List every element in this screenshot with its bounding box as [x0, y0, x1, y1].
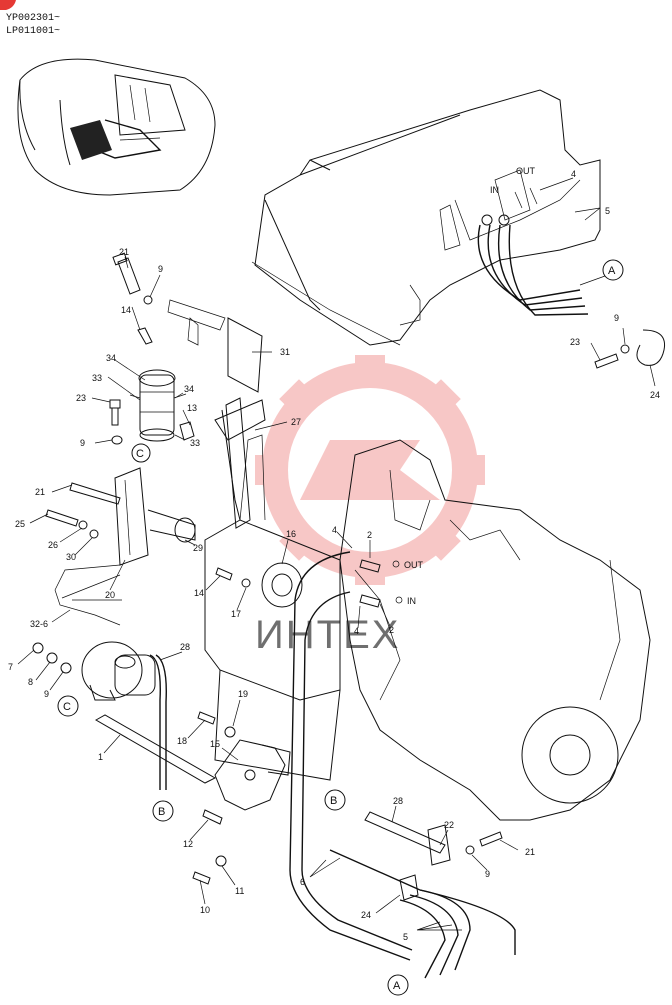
- callout-b-right: B: [324, 789, 346, 811]
- strainer-assembly: [54, 467, 196, 626]
- part-21-left: 21: [35, 487, 45, 497]
- part-5-bottom: 5: [403, 932, 408, 942]
- part-9-right: 9: [485, 869, 490, 879]
- part-15: 15: [210, 739, 220, 749]
- svg-text:C: C: [63, 701, 71, 713]
- part-9-low: 9: [44, 689, 49, 699]
- part-33-b: 33: [190, 438, 200, 448]
- part-34-b: 34: [184, 384, 194, 394]
- part-23-left: 23: [76, 393, 86, 403]
- part-28-b: 28: [393, 796, 403, 806]
- svg-text:B: B: [330, 795, 337, 807]
- part-28-a: 28: [180, 642, 190, 652]
- part-25: 25: [15, 519, 25, 529]
- filter-assembly: [129, 369, 187, 442]
- engine-assembly: [339, 439, 651, 821]
- svg-text:A: A: [393, 980, 401, 992]
- part-12: 12: [183, 839, 193, 849]
- part-23-right: 23: [570, 337, 580, 347]
- svg-text:B: B: [158, 806, 165, 818]
- hose-28-left: [149, 654, 161, 790]
- part-9-mid: 9: [80, 438, 85, 448]
- part-32-6: 32-6: [30, 619, 48, 629]
- part-number-labels: 21 9 14 31 34 33 34 23 13 9 33 27 21 25 …: [8, 169, 660, 942]
- part-7: 7: [8, 662, 13, 672]
- part-10: 10: [200, 905, 210, 915]
- leader-lines: [17, 177, 656, 931]
- callout-a-top: A: [602, 259, 624, 281]
- part-2-b: 2: [389, 625, 394, 635]
- fitting-16: [261, 562, 303, 608]
- callout-b-left: B: [152, 800, 174, 822]
- hose-bundle-6: [289, 551, 413, 961]
- part-9-top: 9: [158, 264, 163, 274]
- part-21-right: 21: [525, 847, 535, 857]
- port-in-marker: [395, 596, 403, 604]
- part-9-rt: 9: [614, 313, 619, 323]
- part-27: 27: [291, 417, 301, 427]
- callout-a-bottom: A: [387, 974, 409, 996]
- part-5-top: 5: [605, 206, 610, 216]
- upper-assembly: [251, 89, 601, 346]
- part-2-a: 2: [367, 530, 372, 540]
- part-18: 18: [177, 736, 187, 746]
- corner-mark: [0, 0, 16, 10]
- watermark-gear-icon: [255, 355, 485, 585]
- watermark-text: ИНТЕХ: [255, 613, 400, 657]
- callout-c-lower: C: [57, 695, 79, 717]
- part-11: 11: [235, 886, 244, 896]
- part-29: 29: [193, 543, 203, 553]
- part-30: 30: [66, 552, 76, 562]
- pump-assembly: [81, 641, 156, 701]
- part-14-top: 14: [121, 305, 131, 315]
- part-4-top: 4: [571, 169, 576, 179]
- part-34-a: 34: [106, 353, 116, 363]
- machine-inset: [17, 58, 216, 196]
- part-24-right: 24: [650, 390, 660, 400]
- part-22: 22: [444, 820, 454, 830]
- part-14-mid: 14: [194, 588, 204, 598]
- part-16: 16: [286, 529, 296, 539]
- part-19: 19: [238, 689, 248, 699]
- hose-bundle-5: [329, 811, 516, 979]
- port-out-marker: [392, 560, 400, 568]
- part-8: 8: [28, 677, 33, 687]
- part-24-bottom: 24: [361, 910, 371, 920]
- callout-c-upper: C: [131, 443, 151, 463]
- part-26: 26: [48, 540, 58, 550]
- port-in-mid: IN: [407, 596, 416, 606]
- part-33-a: 33: [92, 373, 102, 383]
- bracket-15: [214, 739, 291, 811]
- port-out-top: OUT: [516, 166, 536, 176]
- tube-1: [94, 714, 217, 784]
- part-20: 20: [105, 590, 115, 600]
- serial-range-1: YP002301~: [6, 13, 60, 24]
- part-1: 1: [98, 752, 103, 762]
- port-out-mid: OUT: [404, 560, 424, 570]
- part-4-b: 4: [354, 626, 359, 636]
- part-13: 13: [187, 403, 197, 413]
- svg-text:A: A: [608, 265, 616, 277]
- part-6: 6: [300, 877, 305, 887]
- part-31: 31: [280, 347, 290, 357]
- part-21-top: 21: [119, 247, 129, 257]
- bracket-frame: [167, 299, 341, 781]
- part-17: 17: [231, 609, 241, 619]
- serial-range-2: LP011001~: [6, 26, 60, 37]
- port-in-top: IN: [490, 185, 499, 195]
- svg-text:C: C: [136, 448, 144, 460]
- part-4-a: 4: [332, 525, 337, 535]
